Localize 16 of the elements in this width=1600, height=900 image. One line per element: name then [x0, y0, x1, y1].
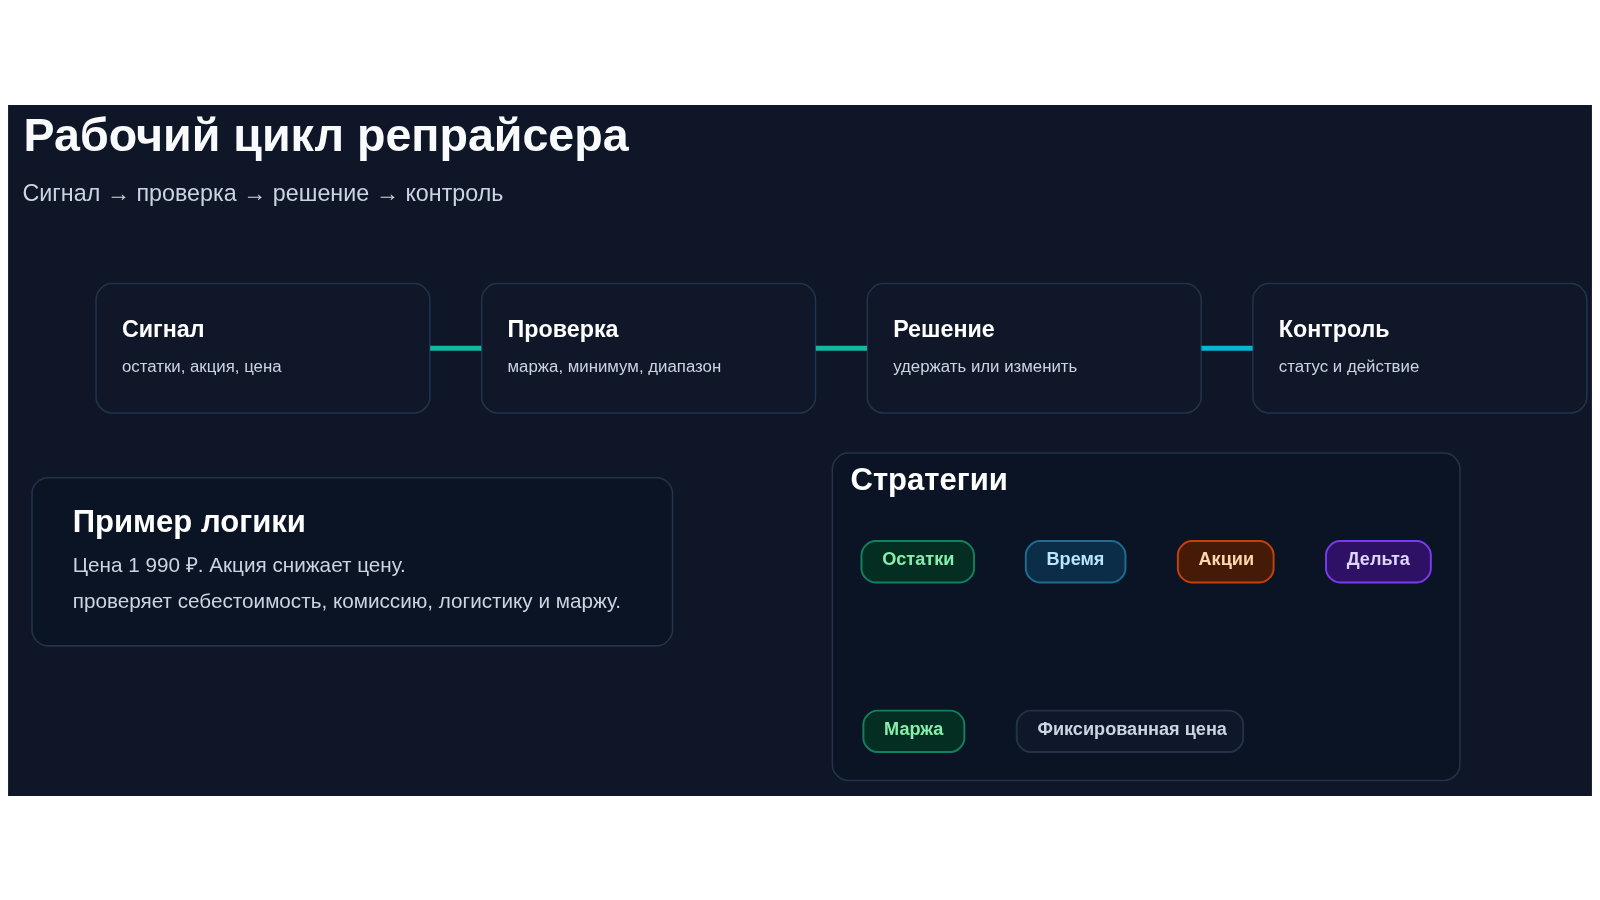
node-box: Акции — [1176, 539, 1275, 583]
node-box: Решение удержать или изменить — [866, 282, 1202, 414]
diagram-title: Рабочий цикл репрайсера — [23, 108, 629, 161]
label: Сигнал → проверка → решение → контроль — [22, 179, 504, 206]
node-box: Проверка маржа, минимум, диапазон — [480, 282, 817, 414]
node-box: Пример логики Цена 1 990 ₽. Акция снижает цену. проверяет себестоимость, комиссию, логистику и маржу. — [31, 476, 674, 647]
connector — [1201, 345, 1253, 351]
connector — [430, 345, 482, 351]
node-box: Дельта — [1325, 539, 1432, 583]
node-box: Контроль статус и действие — [1252, 282, 1588, 414]
node-box: Маржа — [862, 709, 966, 753]
node-box: Сигнал остатки, акция, цена — [95, 282, 431, 414]
node-box: Время — [1024, 539, 1127, 583]
node-box: Остатки — [860, 539, 975, 583]
node-box: Фиксированная цена — [1015, 709, 1245, 753]
connector — [815, 345, 867, 351]
